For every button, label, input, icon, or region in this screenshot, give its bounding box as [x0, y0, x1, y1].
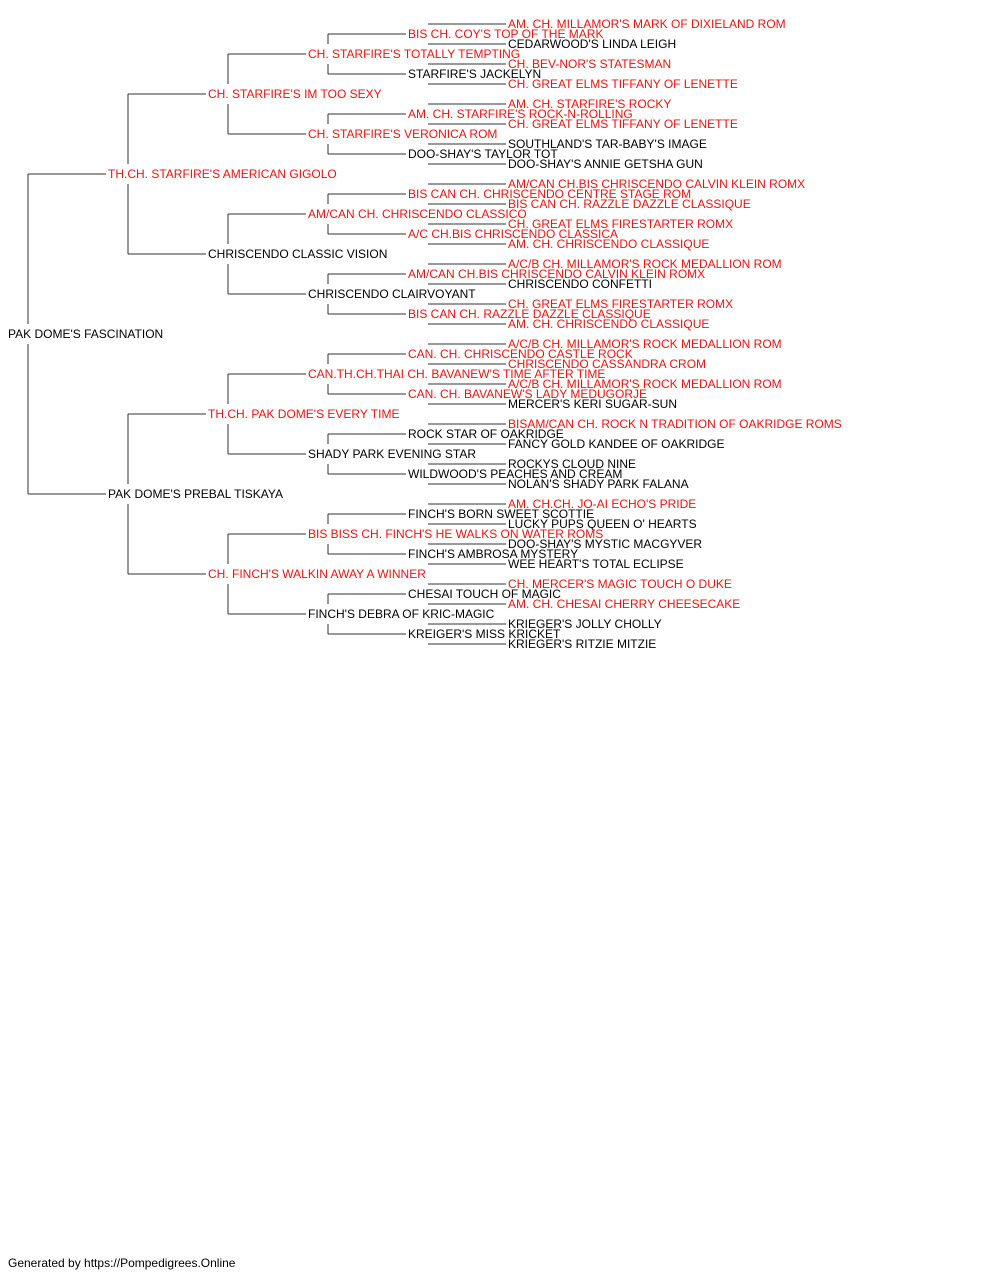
ancestor-name: BIS CAN CH. RAZZLE DAZZLE CLASSIQUE: [408, 307, 651, 321]
ancestor-name: SHADY PARK EVENING STAR: [308, 447, 476, 461]
ancestor-name: BIS CH. COY'S TOP OF THE MARK: [408, 27, 603, 41]
ancestor-name: CAN. CH. BAVANEW'S LADY MEDUGORJE: [408, 387, 647, 401]
ancestor-name: FINCH'S BORN SWEET SCOTTIE: [408, 507, 594, 521]
ancestor-name: CH. GREAT ELMS TIFFANY OF LENETTE: [508, 77, 738, 91]
ancestor-name: CH. GREAT ELMS FIRESTARTER ROMX: [508, 297, 733, 311]
ancestor-name: SOUTHLAND'S TAR-BABY'S IMAGE: [508, 137, 707, 151]
ancestor-name: AM. CH. STARFIRE'S ROCKY: [508, 97, 671, 111]
ancestor-name: FANCY GOLD KANDEE OF OAKRIDGE: [508, 437, 725, 451]
ancestor-name: NOLAN'S SHADY PARK FALANA: [508, 477, 689, 491]
subject-dog-name: PAK DOME'S FASCINATION: [8, 327, 163, 341]
ancestor-name: LUCKY PUPS QUEEN O' HEARTS: [508, 517, 697, 531]
ancestor-name: KRIEGER'S JOLLY CHOLLY: [508, 617, 662, 631]
ancestor-name: CAN.TH.CH.THAI CH. BAVANEW'S TIME AFTER …: [308, 367, 605, 381]
ancestor-name: FINCH'S AMBROSA MYSTERY: [408, 547, 578, 561]
ancestor-name: CHESAI TOUCH OF MAGIC: [408, 587, 561, 601]
ancestor-name: A/C CH.BIS CHRISCENDO CLASSICA: [408, 227, 618, 241]
ancestor-name: STARFIRE'S JACKELYN: [408, 67, 541, 81]
ancestor-name: WEE HEART'S TOTAL ECLIPSE: [508, 557, 684, 571]
ancestor-name: MERCER'S KERI SUGAR-SUN: [508, 397, 677, 411]
ancestor-name: AM. CH.CH. JO-AI ECHO'S PRIDE: [508, 497, 696, 511]
generator-credit: Generated by https://Pompedigrees.Online: [8, 1256, 236, 1270]
ancestor-name: CH. GREAT ELMS TIFFANY OF LENETTE: [508, 117, 738, 131]
ancestor-name: BIS CAN CH. CHRISCENDO CENTRE STAGE ROM: [408, 187, 691, 201]
ancestor-name: CHRISCENDO CONFETTI: [508, 277, 652, 291]
ancestor-name: TH.CH. STARFIRE'S AMERICAN GIGOLO: [108, 167, 337, 181]
ancestor-name: CH. GREAT ELMS FIRESTARTER ROMX: [508, 217, 733, 231]
ancestor-name: KREIGER'S MISS KRICKET: [408, 627, 561, 641]
ancestor-name: DOO-SHAY'S TAYLOR TOT: [408, 147, 558, 161]
ancestor-name: AM/CAN CH.BIS CHRISCENDO CALVIN KLEIN RO…: [508, 177, 805, 191]
ancestor-name: CHRISCENDO CLAIRVOYANT: [308, 287, 476, 301]
ancestor-name: CHRISCENDO CASSANDRA CROM: [508, 357, 706, 371]
ancestor-name: AM. CH. CHESAI CHERRY CHEESECAKE: [508, 597, 740, 611]
ancestor-name: AM. CH. STARFIRE'S ROCK-N-ROLLING: [408, 107, 633, 121]
ancestor-name: ROCK STAR OF OAKRIDGE: [408, 427, 564, 441]
ancestor-name: PAK DOME'S PREBAL TISKAYA: [108, 487, 283, 501]
ancestor-name: TH.CH. PAK DOME'S EVERY TIME: [208, 407, 399, 421]
ancestor-name: CH. MERCER'S MAGIC TOUCH O DUKE: [508, 577, 732, 591]
ancestor-name: AM. CH. CHRISCENDO CLASSIQUE: [508, 317, 709, 331]
ancestor-name: ROCKYS CLOUD NINE: [508, 457, 636, 471]
pedigree-connector-lines: [27, 23, 506, 645]
ancestor-name: CH. BEV-NOR'S STATESMAN: [508, 57, 671, 71]
ancestor-name: WILDWOOD'S PEACHES AND CREAM: [408, 467, 622, 481]
ancestor-name: DOO-SHAY'S MYSTIC MACGYVER: [508, 537, 702, 551]
ancestor-name: CHRISCENDO CLASSIC VISION: [208, 247, 387, 261]
ancestor-name: CH. STARFIRE'S IM TOO SEXY: [208, 87, 382, 101]
ancestor-name: AM/CAN CH.BIS CHRISCENDO CALVIN KLEIN RO…: [408, 267, 705, 281]
ancestor-name: KRIEGER'S RITZIE MITZIE: [508, 637, 656, 651]
ancestor-name: DOO-SHAY'S ANNIE GETSHA GUN: [508, 157, 703, 171]
ancestor-name: CH. FINCH'S WALKIN AWAY A WINNER: [208, 567, 426, 581]
ancestor-name: A/C/B CH. MILLAMOR'S ROCK MEDALLION ROM: [508, 337, 782, 351]
ancestor-name: CEDARWOOD'S LINDA LEIGH: [508, 37, 676, 51]
ancestor-name: AM. CH. CHRISCENDO CLASSIQUE: [508, 237, 709, 251]
ancestor-name: AM. CH. MILLAMOR'S MARK OF DIXIELAND ROM: [508, 17, 786, 31]
ancestor-name: A/C/B CH. MILLAMOR'S ROCK MEDALLION ROM: [508, 257, 782, 271]
ancestor-name: CH. STARFIRE'S TOTALLY TEMPTING: [308, 47, 520, 61]
pedigree-name-labels: AM. CH. MILLAMOR'S MARK OF DIXIELAND ROM…: [8, 17, 842, 651]
ancestor-name: FINCH'S DEBRA OF KRIC-MAGIC: [308, 607, 495, 621]
ancestor-name: A/C/B CH. MILLAMOR'S ROCK MEDALLION ROM: [508, 377, 782, 391]
ancestor-name: AM/CAN CH. CHRISCENDO CLASSICO: [308, 207, 527, 221]
ancestor-name: BIS CAN CH. RAZZLE DAZZLE CLASSIQUE: [508, 197, 751, 211]
ancestor-name: BISAM/CAN CH. ROCK N TRADITION OF OAKRID…: [508, 417, 842, 431]
ancestor-name: BIS BISS CH. FINCH'S HE WALKS ON WATER R…: [308, 527, 603, 541]
ancestor-name: CH. STARFIRE'S VERONICA ROM: [308, 127, 497, 141]
ancestor-name: CAN. CH. CHRISCENDO CASTLE ROCK: [408, 347, 633, 361]
